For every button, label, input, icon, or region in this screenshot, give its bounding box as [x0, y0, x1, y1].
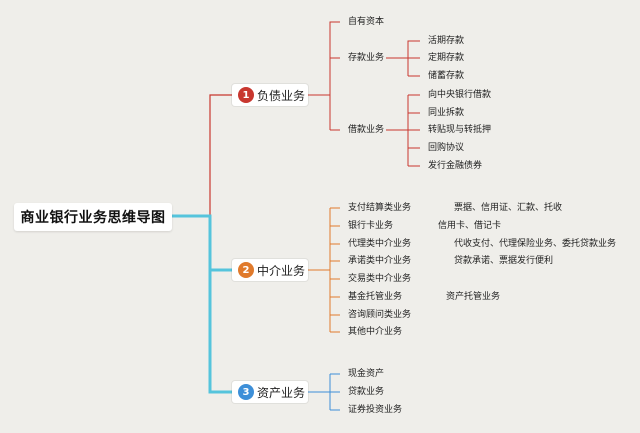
- node-deposit[interactable]: 存款业务: [348, 53, 385, 63]
- number-badge: 3: [238, 384, 254, 400]
- node-interbank[interactable]: 同业拆款: [428, 108, 465, 118]
- node-bank-card[interactable]: 银行卡业务: [348, 221, 394, 231]
- node-cash-assets[interactable]: 现金资产: [348, 369, 385, 379]
- node-loans[interactable]: 贷款业务: [348, 387, 385, 397]
- detail-payment[interactable]: 票据、信用证、汇款、托收: [454, 203, 563, 213]
- node-rediscount[interactable]: 转贴现与转抵押: [428, 125, 492, 135]
- detail-commitment[interactable]: 贷款承诺、票据发行便利: [454, 256, 554, 266]
- node-trading[interactable]: 交易类中介业务: [348, 274, 412, 284]
- node-commitment[interactable]: 承诺类中介业务: [348, 256, 412, 266]
- branch-label: 资产业务: [257, 385, 306, 400]
- node-central-bank-loan[interactable]: 向中央银行借款: [428, 90, 492, 100]
- branch-intermediary[interactable]: 2 中介业务: [232, 259, 308, 281]
- branch-label: 中介业务: [257, 263, 306, 278]
- branch-label: 负债业务: [257, 88, 306, 103]
- root-node[interactable]: 商业银行业务思维导图: [14, 203, 172, 231]
- detail-custody[interactable]: 资产托管业务: [446, 292, 501, 302]
- node-consulting[interactable]: 咨询顾问类业务: [348, 310, 412, 320]
- node-financial-bonds[interactable]: 发行金融债券: [428, 161, 483, 171]
- node-time-deposit[interactable]: 定期存款: [428, 53, 465, 63]
- node-repo[interactable]: 回购协议: [428, 143, 465, 153]
- node-payment-settlement[interactable]: 支付结算类业务: [348, 203, 412, 213]
- node-demand-deposit[interactable]: 活期存款: [428, 36, 465, 46]
- detail-agency[interactable]: 代收支付、代理保险业务、委托贷款业务: [454, 239, 617, 249]
- node-own-capital[interactable]: 自有资本: [348, 17, 385, 27]
- node-fund-custody[interactable]: 基金托管业务: [348, 292, 403, 302]
- number-badge: 2: [238, 262, 254, 278]
- node-savings-deposit[interactable]: 储蓄存款: [428, 71, 465, 81]
- branch-liability[interactable]: 1 负债业务: [232, 84, 308, 106]
- number-badge: 1: [238, 87, 254, 103]
- detail-bank-card[interactable]: 信用卡、借记卡: [438, 221, 502, 231]
- node-borrow[interactable]: 借款业务: [348, 125, 385, 135]
- node-other[interactable]: 其他中介业务: [348, 327, 403, 337]
- node-securities[interactable]: 证券投资业务: [348, 405, 403, 415]
- node-agency[interactable]: 代理类中介业务: [348, 239, 412, 249]
- branch-asset[interactable]: 3 资产业务: [232, 381, 308, 403]
